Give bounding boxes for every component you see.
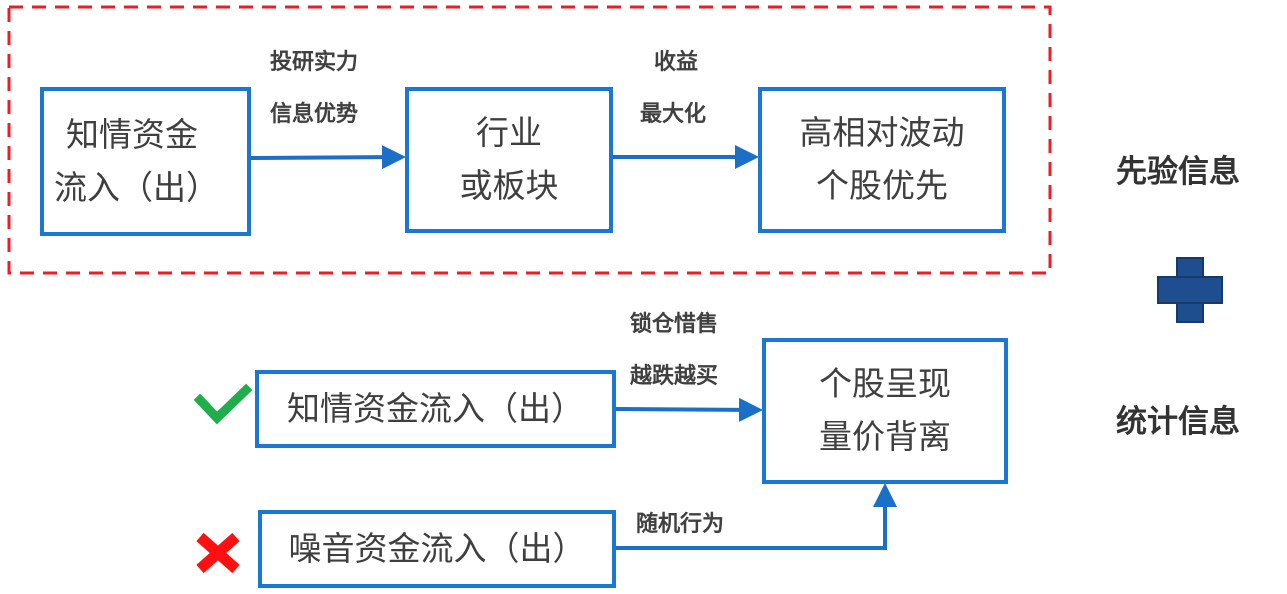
high-volatility-stock-box: 高相对波动 个股优先 (758, 87, 1006, 233)
box-text: 知情资金 (66, 114, 198, 154)
box-text: 行业 (476, 113, 542, 153)
plus-icon (1157, 257, 1223, 323)
box-text: 流入（出） (54, 167, 219, 207)
industry-sector-box: 行业 或板块 (405, 87, 613, 233)
label-research-advantage-2: 信息优势 (270, 102, 359, 127)
box-text: 个股优先 (816, 166, 948, 205)
arrow-noise-to-result (615, 483, 897, 550)
label-random-behavior: 随机行为 (636, 512, 725, 537)
noise-flow-box: 噪音资金流入（出） (258, 510, 616, 588)
arrow-informed-to-result (614, 397, 763, 422)
box-text: 噪音资金流入（出） (288, 528, 586, 568)
box-text: 或板块 (459, 166, 559, 205)
informed-fund-flow-box: 知情资金 流入（出） (40, 87, 251, 236)
label-research-advantage-1: 投研实力 (270, 50, 359, 75)
statistical-info-label: 统计信息 (1116, 404, 1240, 440)
label-lock-position: 锁仓惜售 (630, 312, 719, 337)
prior-info-label: 先验信息 (1116, 154, 1240, 190)
check-icon (193, 383, 253, 425)
box-text: 量价背离 (819, 417, 951, 456)
price-volume-divergence-box: 个股呈现 量价背离 (762, 338, 1008, 484)
arrow-source-to-industry (249, 145, 406, 170)
prior-info-dashed-frame (7, 5, 1052, 275)
cross-icon (196, 532, 240, 574)
informed-flow-box: 知情资金流入（出） (255, 370, 616, 448)
label-buy-on-dip: 越跌越买 (630, 364, 719, 389)
box-text: 高相对波动 (799, 113, 965, 153)
label-profit-max-2: 最大化 (640, 102, 707, 127)
box-text: 个股呈现 (819, 364, 951, 404)
box-text: 知情资金流入（出） (287, 388, 584, 428)
label-profit-max-1: 收益 (654, 50, 699, 75)
